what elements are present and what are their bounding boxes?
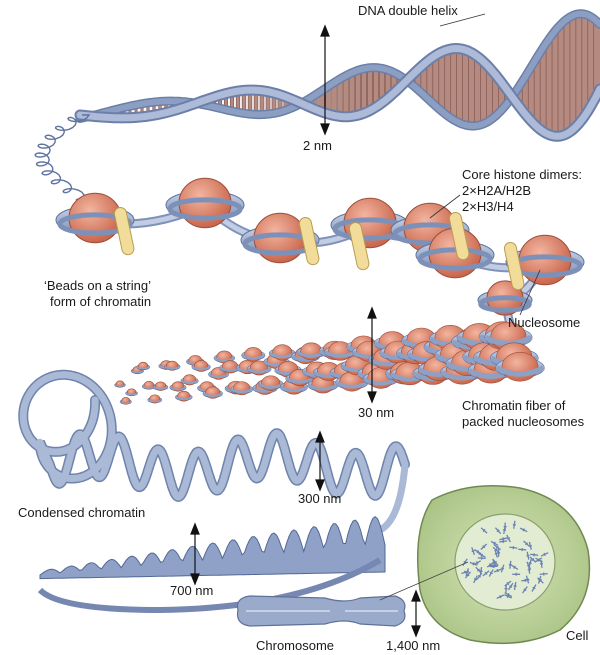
leader-lines — [429, 13, 541, 316]
measure-arrows — [190, 24, 421, 638]
dna-coil — [34, 114, 91, 203]
condensed-chromatin — [18, 369, 410, 534]
chromatid-coil — [37, 515, 386, 614]
dna-double-helix — [74, 9, 600, 142]
chromosome-width-label: 1,400 nm — [386, 638, 441, 653]
beads-label-line2: form of chromatin — [50, 294, 152, 309]
cell — [416, 484, 591, 645]
pointer-line — [379, 561, 469, 601]
core-histone-title: Core histone dimers: — [462, 167, 582, 182]
chromosome — [236, 595, 406, 627]
core-histone-line2: 2×H3/H4 — [462, 199, 514, 214]
condensed-label: Condensed chromatin — [18, 505, 146, 520]
dna-helix-label: DNA double helix — [358, 3, 458, 18]
fiber-width-label: 30 nm — [358, 405, 395, 420]
beads-label-line1: ‘Beads on a string’ — [44, 278, 151, 293]
cell-label: Cell — [566, 628, 589, 643]
nucleus — [454, 513, 556, 611]
dna-width-label: 2 nm — [303, 138, 332, 153]
loop-width-label: 700 nm — [170, 583, 214, 598]
core-histone-line1: 2×H2A/H2B — [462, 183, 532, 198]
chromosome-label: Chromosome — [256, 638, 335, 653]
chromatin-fiber — [114, 321, 545, 405]
fiber-label-line1: Chromatin fiber of — [462, 398, 566, 413]
nucleosome-label: Nucleosome — [508, 315, 581, 330]
fiber-label-line2: packed nucleosomes — [462, 414, 585, 429]
nuclear-chromosomes — [461, 520, 549, 600]
condensed-width-label: 300 nm — [298, 491, 342, 506]
beads-on-string — [55, 177, 585, 360]
